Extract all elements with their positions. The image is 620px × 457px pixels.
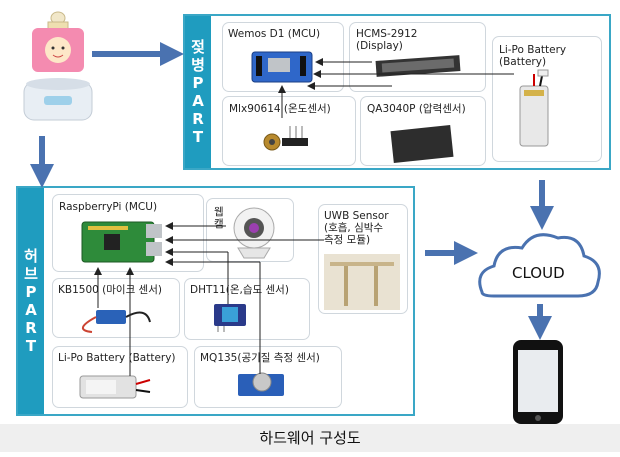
cloud-label: CLOUD [512,264,565,282]
raspberrypi-label: RaspberryPi (MCU) [59,201,158,213]
hub-part-band: 허브PART [18,188,44,414]
bottle-battery-icon [519,69,549,147]
temp-sensor-label: Mlx90614 (온도센서) [229,103,331,115]
display-card [349,22,486,92]
pressure-sensor-icon [390,124,454,164]
raspberrypi-board-icon [81,221,162,263]
dht-sensor-card [184,278,310,340]
hub-battery-label: Li-Po Battery (Battery) [58,352,176,364]
hcms-display-icon [375,55,461,77]
cloud-icon [478,233,601,298]
mic-sensor-label: KB1500 (마이크 센서) [58,284,162,296]
mic-sensor-card [52,278,180,338]
bottle-part-band: 젖병PART [185,16,211,168]
mq135-sensor-icon [238,372,284,396]
webcam-icon [233,207,275,259]
hub-battery-icon [79,375,151,399]
temp-sensor-card [222,96,356,166]
wemos-board-icon [251,51,313,83]
mlx90614-sensor-icon [263,126,308,151]
display-label: HCMS-2912 (Display) [356,28,418,52]
smartphone-icon [513,340,563,424]
uwb-sensor-icon [324,254,400,310]
dht11-sensor-icon [214,304,246,332]
pressure-sensor-label: QA3040P (압력센서) [367,103,466,115]
dht-sensor-label: DHT11(온,습도 센서) [190,284,289,296]
wemos-mcu-label: Wemos D1 (MCU) [228,28,321,40]
baby-bottle-device [18,10,98,125]
webcam-label: 웹 캠 [214,206,224,230]
uwb-sensor-label: UWB Sensor (호흡, 심박수 측정 모듈) [324,210,389,246]
bottle-part-label: 젖병PART [191,38,205,146]
diagram-caption: 하드웨어 구성도 [0,424,620,452]
kb1500-mic-icon [82,310,151,333]
bottle-battery-label: Li-Po Battery (Battery) [499,44,567,68]
hub-part-label: 허브PART [24,247,38,355]
